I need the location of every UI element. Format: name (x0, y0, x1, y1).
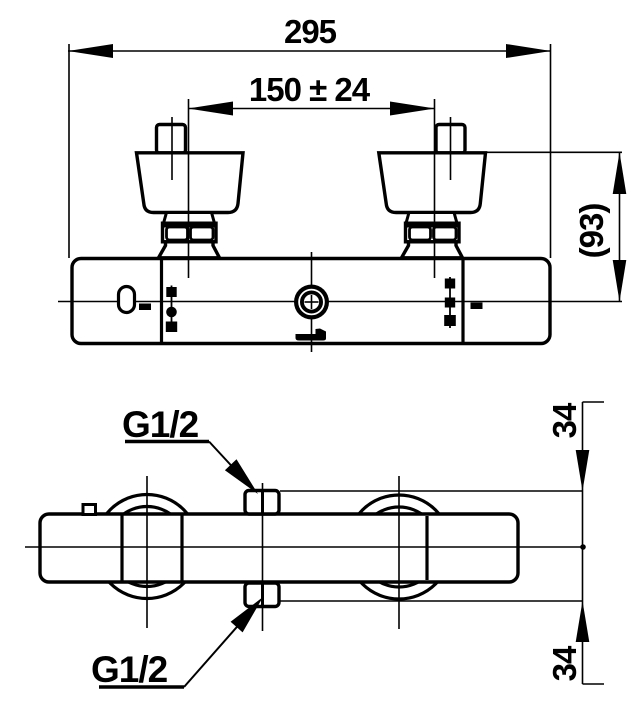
body-screw-left (165, 285, 178, 332)
arrow-leader-top (224, 459, 258, 494)
right-handle-collar (398, 240, 466, 260)
dim-text-offset-top: 34 (546, 402, 583, 438)
body-oval-port (116, 284, 137, 315)
front-details (116, 277, 483, 341)
left-nut-facet-a (165, 225, 189, 242)
label-port-top: G1/2 (122, 404, 199, 445)
dim-text-center-distance: 150 ± 24 (249, 71, 371, 108)
left-handle-stem (154, 122, 188, 155)
plan-button-notch (81, 503, 97, 516)
dimension-labels: 295 150 ± 24 (93) 34 34 G1/2 G1/2 (91, 13, 610, 690)
right-handle-knob (376, 151, 488, 215)
label-port-bottom: G1/2 (91, 649, 168, 690)
arrow-150-right (390, 101, 435, 116)
body-dash-left (139, 303, 151, 310)
body-screw-right (444, 277, 456, 328)
chain-dimension-dot (580, 544, 586, 550)
left-handle (134, 122, 245, 260)
arrow-295-left (68, 44, 113, 58)
dim-text-overall-width: 295 (284, 13, 337, 50)
center-outlet-ring (294, 284, 329, 320)
left-handle-knob (134, 151, 245, 215)
construction-lines (25, 44, 622, 688)
body-dash-right (470, 302, 483, 309)
arrow-150-left (188, 101, 233, 116)
arrow-leader-bottom (230, 597, 263, 633)
arrow-93-bottom (612, 260, 627, 302)
arrow-34-top (575, 450, 590, 491)
arrow-295-right (506, 44, 551, 58)
dim-text-offset-bottom: 34 (546, 645, 583, 681)
arrow-34-bottom (575, 601, 590, 642)
right-handle (376, 122, 488, 260)
left-nut-facet-b (189, 225, 215, 242)
plan-view (38, 488, 520, 609)
arrowheads (68, 44, 627, 642)
arrow-93-top (612, 152, 627, 194)
dim-text-height: (93) (573, 204, 610, 259)
mixer-body-plan (38, 512, 520, 584)
right-nut-facet-a (408, 225, 432, 242)
right-nut-facet-b (432, 225, 458, 242)
bottom-spout (295, 328, 326, 341)
